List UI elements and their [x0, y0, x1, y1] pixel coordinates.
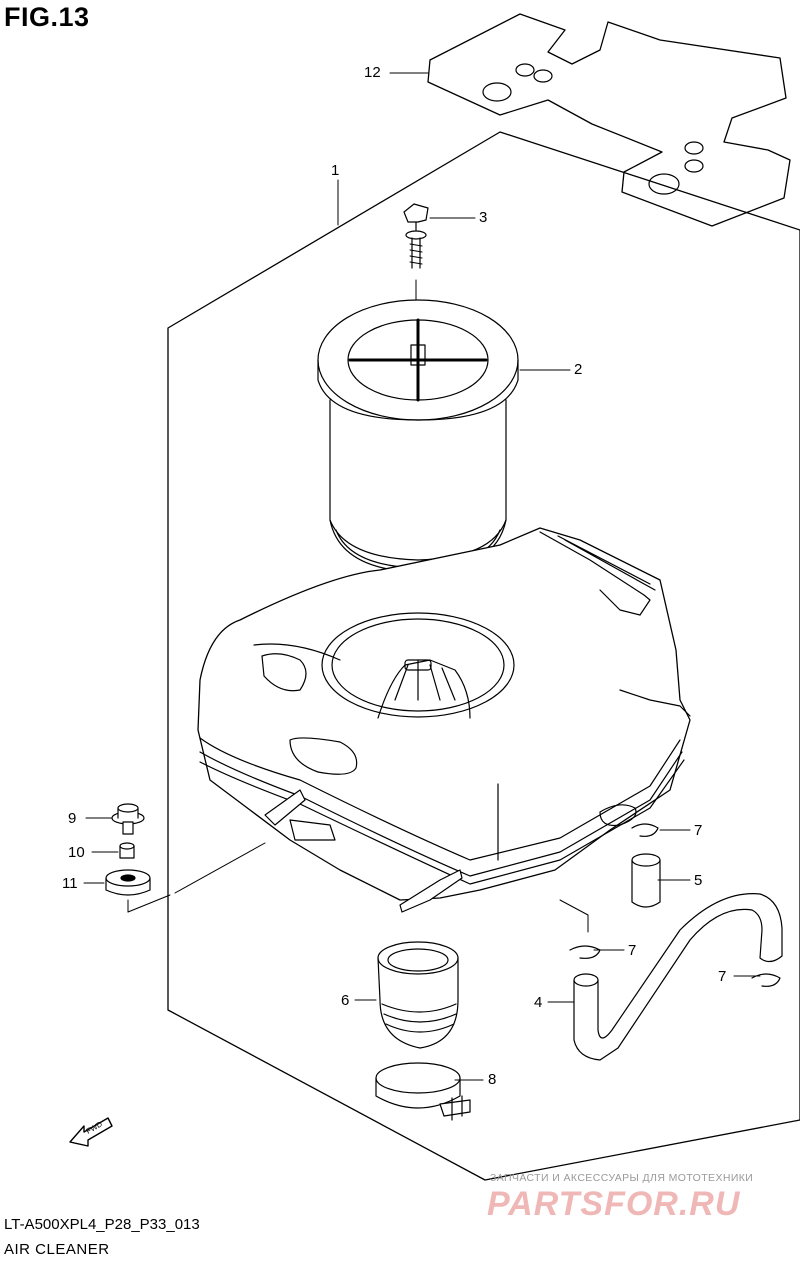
watermark-logo: PARTSFOR.RU — [487, 1185, 741, 1223]
bolt-9 — [111, 803, 145, 835]
callout-7-upper: 7 — [694, 822, 703, 839]
figure-name: AIR CLEANER — [4, 1241, 110, 1258]
collar-10 — [119, 842, 135, 859]
callout-8: 8 — [488, 1071, 497, 1088]
assembly-outline — [167, 131, 800, 1181]
drain-tube-5 — [631, 853, 661, 908]
wing-bolt-3 — [403, 203, 429, 346]
watermark-tagline: ЗАПЧАСТИ И АКСЕССУАРЫ ДЛЯ МОТОТЕХНИКИ — [490, 1172, 754, 1184]
callout-7-middle: 7 — [628, 942, 637, 959]
clamps-7 — [569, 823, 781, 987]
callout-5: 5 — [694, 872, 703, 889]
filter-element-2 — [317, 299, 519, 573]
callout-11: 11 — [62, 875, 78, 892]
callout-1: 1 — [331, 162, 340, 179]
figure-title: FIG.13 — [4, 2, 90, 32]
grommet-11 — [105, 869, 151, 896]
leader-lines — [83, 72, 761, 1081]
callout-6: 6 — [341, 992, 350, 1009]
callout-7-right: 7 — [718, 968, 727, 985]
figure-code: LT-A500XPL4_P28_P33_013 — [4, 1216, 200, 1233]
hose-clamp-8 — [375, 1062, 471, 1121]
callout-10: 10 — [68, 844, 85, 861]
hose-4 — [573, 893, 783, 1061]
callout-2: 2 — [574, 361, 583, 378]
callout-3: 3 — [479, 209, 488, 226]
callout-9: 9 — [68, 810, 77, 827]
callout-4: 4 — [534, 994, 543, 1011]
intake-boot-6 — [377, 941, 459, 1049]
gasket-12 — [427, 13, 791, 227]
callout-12: 12 — [364, 64, 381, 81]
air-cleaner-case — [197, 527, 691, 913]
fwd-arrow-icon: FWD — [69, 1117, 113, 1147]
